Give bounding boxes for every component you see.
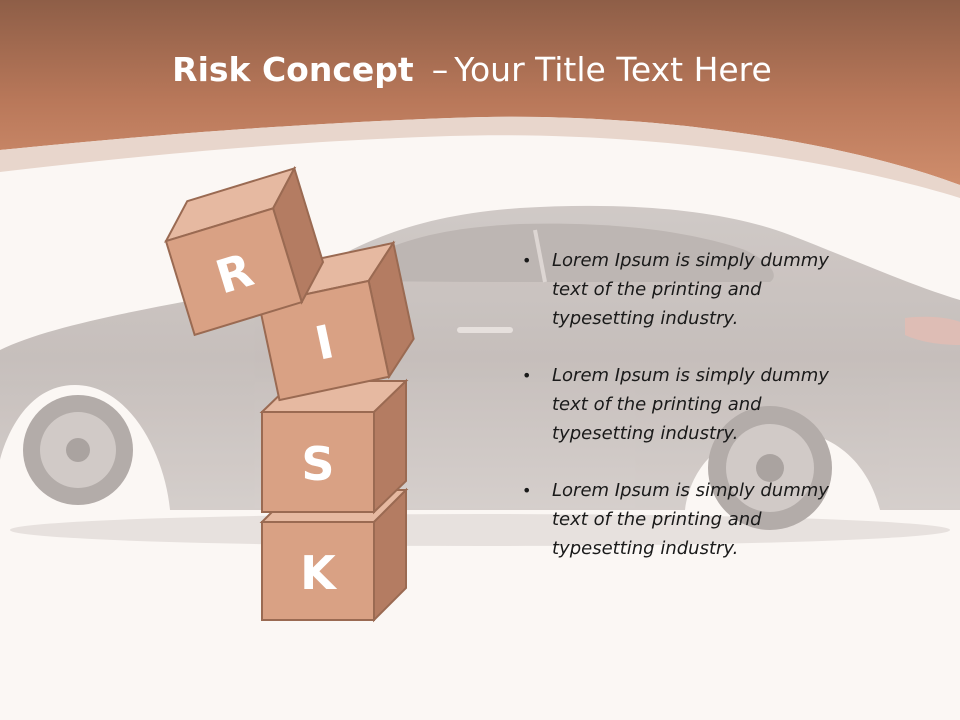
bullet-marker: • [522, 251, 532, 270]
cube-letter-s: S [301, 437, 334, 491]
cube-letter-k: K [300, 546, 338, 600]
cube-s: S [259, 378, 409, 515]
cube-r: R [163, 165, 325, 337]
bullet-item: • Lorem Ipsum is simply dummy text of the… [518, 361, 838, 448]
header-swoosh-highlight [0, 116, 960, 198]
bullet-text: Lorem Ipsum is simply dummy text of the … [552, 480, 829, 559]
bullet-marker: • [522, 481, 532, 500]
title-bold: Risk Concept [172, 50, 414, 89]
car-image [0, 205, 960, 546]
bullet-text: Lorem Ipsum is simply dummy text of the … [552, 365, 829, 444]
bullet-marker: • [522, 366, 532, 385]
bullet-list: • Lorem Ipsum is simply dummy text of the… [518, 246, 838, 591]
bullet-item: • Lorem Ipsum is simply dummy text of the… [518, 476, 838, 563]
bullet-item: • Lorem Ipsum is simply dummy text of the… [518, 246, 838, 333]
title-dash: – [431, 50, 449, 89]
slide-title: Risk Concept–Your Title Text Here [0, 50, 944, 89]
title-rest: Your Title Text Here [454, 50, 772, 89]
header-band [0, 0, 960, 185]
bullet-text: Lorem Ipsum is simply dummy text of the … [552, 250, 829, 329]
cube-i: I [256, 240, 415, 402]
